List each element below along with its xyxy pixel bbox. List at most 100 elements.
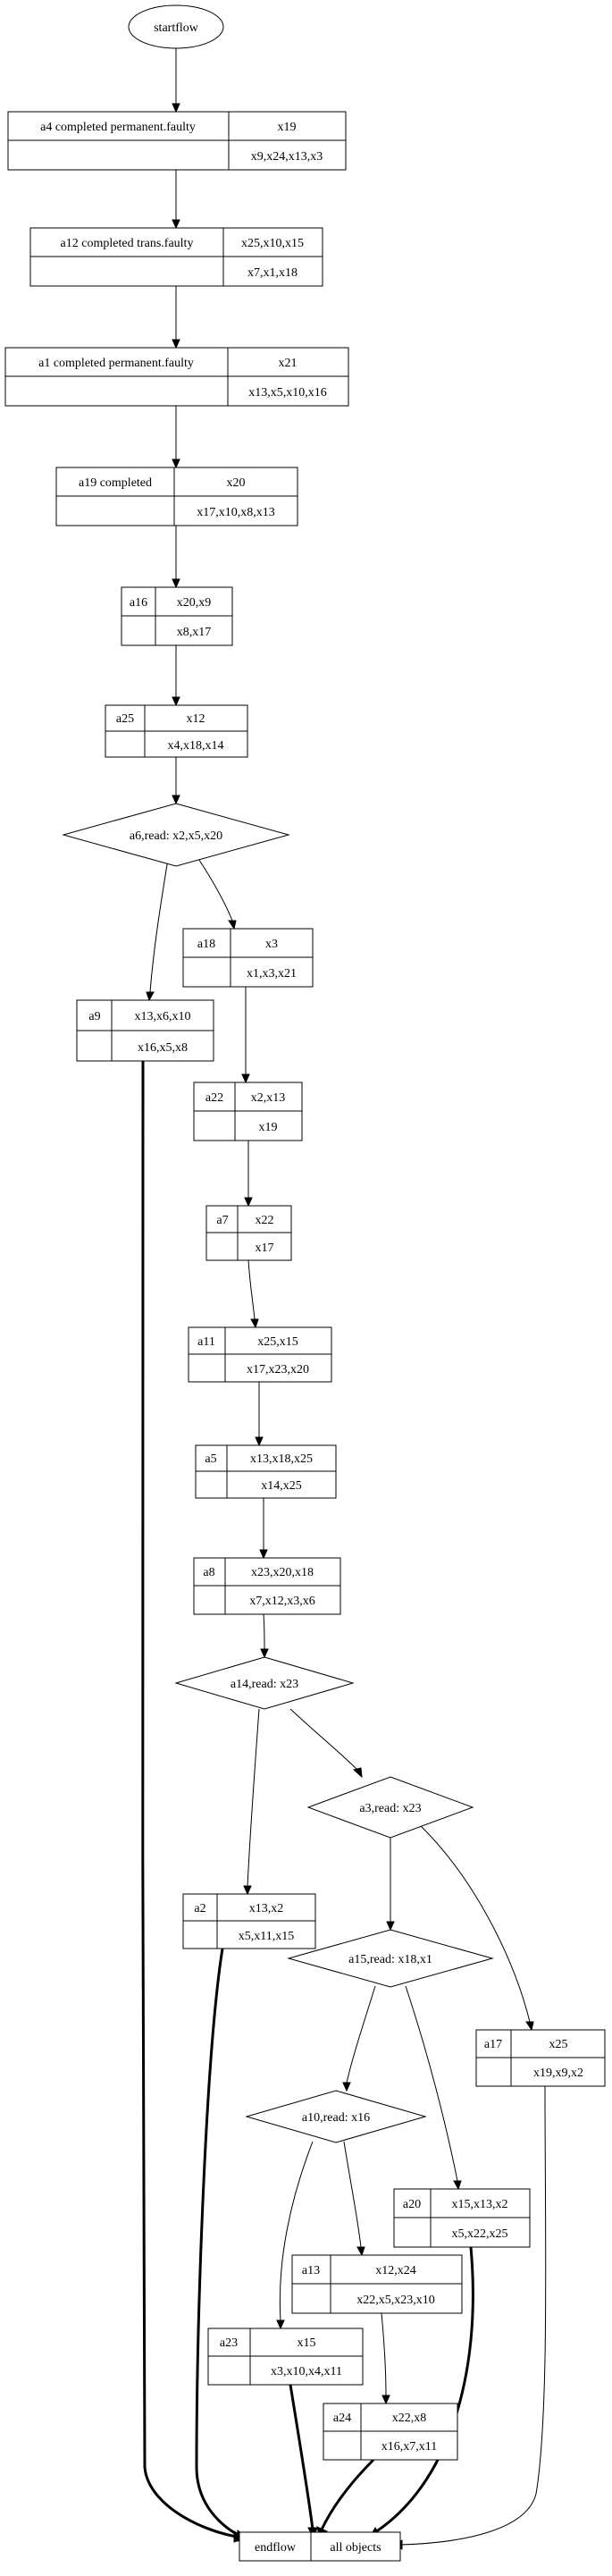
node-a4-label: a4 completed permanent.faulty <box>40 121 196 134</box>
node-a11: a11 x25,x15 x17,x23,x20 <box>188 1326 332 1383</box>
node-a24: a24 x22,x8 x16,x7,x11 <box>323 2403 458 2461</box>
node-a12-bottom: x7,x1,x18 <box>247 266 298 280</box>
node-a20-bottom: x5,x22,x25 <box>452 2227 508 2241</box>
end-node: endflow all objects <box>239 2531 401 2562</box>
node-a25-label: a25 <box>116 712 134 726</box>
node-a4-bottom: x9,x24,x13,x3 <box>251 150 323 164</box>
node-a5-top: x13,x18,x25 <box>250 1452 313 1466</box>
node-a22-bottom: x19 <box>259 1121 278 1134</box>
edge-a14-a3 <box>289 1708 358 1771</box>
node-a12-label: a12 completed trans.faulty <box>61 237 194 250</box>
node-a22-label: a22 <box>205 1091 223 1105</box>
decision-a3: a3,read: x23 <box>306 1776 474 1839</box>
node-a1-label: a1 completed permanent.faulty <box>38 357 194 370</box>
node-a19-label: a19 completed <box>79 476 152 490</box>
edge-a17-end <box>399 2085 547 2546</box>
node-a7-top: x22 <box>256 1214 274 1227</box>
node-a20-label: a20 <box>403 2198 421 2211</box>
node-a17-label: a17 <box>484 2038 502 2051</box>
start-node: startflow <box>128 4 224 49</box>
decision-a6-label: a6,read: x2,x5,x20 <box>130 829 222 843</box>
node-a13-top: x12,x24 <box>375 2264 416 2277</box>
node-a11-label: a11 <box>197 1335 215 1349</box>
node-a12-top: x25,x10,x15 <box>241 237 304 250</box>
node-a13: a13 x12,x24 x22,x5,x23,x10 <box>291 2254 463 2314</box>
decision-a15: a15,read: x18,x1 <box>287 1929 494 1988</box>
decision-a6: a6,read: x2,x5,x20 <box>62 803 290 867</box>
node-a11-bottom: x17,x23,x20 <box>247 1363 309 1376</box>
node-a17: a17 x25 x19,x9,x2 <box>475 2029 606 2087</box>
node-a19-bottom: x17,x10,x8,x13 <box>197 506 275 519</box>
node-a23-bottom: x3,x10,x4,x11 <box>271 2365 342 2378</box>
node-a8-top: x23,x20,x18 <box>251 1566 314 1579</box>
node-a2-label: a2 <box>194 1902 205 1915</box>
node-a9-bottom: x16,x5,x8 <box>138 1041 188 1055</box>
edges <box>140 48 547 2546</box>
decision-a14: a14,read: x23 <box>174 1656 355 1710</box>
edge-a2-end <box>195 1948 242 2538</box>
decision-a3-label: a3,read: x23 <box>359 1802 421 1815</box>
node-a19-top: x20 <box>227 476 246 490</box>
node-a24-bottom: x16,x7,x11 <box>381 2440 437 2454</box>
edge-a3-a17 <box>418 1823 531 2023</box>
start-label: startflow <box>154 21 199 35</box>
node-a5-bottom: x14,x25 <box>261 1479 302 1493</box>
node-a7-bottom: x17 <box>256 1242 274 1255</box>
node-a2: a2 x13,x2 x5,x11,x15 <box>182 1893 316 1949</box>
node-a22-top: x2,x13 <box>251 1091 286 1105</box>
node-a24-top: x22,x8 <box>392 2412 427 2425</box>
node-a1-bottom: x13,x5,x10,x16 <box>248 386 327 400</box>
node-a13-bottom: x22,x5,x23,x10 <box>356 2294 435 2307</box>
edge-a15-a10 <box>346 1985 376 2084</box>
node-a17-bottom: x19,x9,x2 <box>533 2067 583 2080</box>
node-a18: a18 x3 x1,x3,x21 <box>182 928 314 988</box>
node-a25: a25 x12 x4,x18,x14 <box>105 704 248 758</box>
decision-a10-label: a10,read: x16 <box>302 2111 370 2125</box>
node-a22: a22 x2,x13 x19 <box>193 1082 303 1141</box>
node-a2-top: x13,x2 <box>249 1902 284 1915</box>
node-a1-top: x21 <box>279 357 298 370</box>
node-a8: a8 x23,x20,x18 x7,x12,x3,x6 <box>193 1557 341 1615</box>
node-a7: a7 x22 x17 <box>205 1205 292 1261</box>
node-a9: a9 x13,x6,x10 x16,x5,x8 <box>76 999 214 1062</box>
edge-a9-end <box>140 1060 238 2538</box>
node-a18-top: x3 <box>265 938 278 951</box>
node-a25-top: x12 <box>187 712 205 726</box>
edge-a24-end <box>320 2458 375 2530</box>
node-a12: a12 completed trans.faulty x25,x10,x15 x… <box>29 227 323 287</box>
node-a24-label: a24 <box>333 2412 351 2425</box>
node-a4: a4 completed permanent.faulty x19 x9,x24… <box>7 111 347 171</box>
node-a11-top: x25,x15 <box>257 1335 298 1349</box>
edge-a10-a13 <box>343 2141 362 2248</box>
node-a2-bottom: x5,x11,x15 <box>239 1930 294 1943</box>
node-a20: a20 x15,x13,x2 x5,x22,x25 <box>393 2188 531 2248</box>
node-a1: a1 completed permanent.faulty x21 x13,x5… <box>4 347 349 407</box>
node-a13-label: a13 <box>302 2264 320 2277</box>
node-a7-label: a7 <box>216 1214 228 1227</box>
node-a9-top: x13,x6,x10 <box>135 1010 191 1023</box>
node-a23-top: x15 <box>298 2336 316 2350</box>
node-a16-bottom: x8,x17 <box>177 626 212 639</box>
decision-a10: a10,read: x16 <box>245 2090 427 2143</box>
node-a19: a19 completed x20 x17,x10,x8,x13 <box>55 467 298 526</box>
node-a23: a23 x15 x3,x10,x4,x11 <box>207 2328 364 2386</box>
node-a17-top: x25 <box>549 2038 568 2051</box>
edge-a23-end <box>289 2384 314 2530</box>
edge-a10-a23 <box>279 2141 314 2321</box>
node-a16: a16 x20,x9 x8,x17 <box>121 586 233 646</box>
edge-a14-a2 <box>247 1708 260 1887</box>
end-label: endflow <box>255 2541 297 2555</box>
edge-a7-a11 <box>247 1259 256 1320</box>
node-a8-bottom: x7,x12,x3,x6 <box>249 1595 315 1608</box>
node-a5-label: a5 <box>205 1452 216 1466</box>
node-a9-label: a9 <box>88 1010 100 1023</box>
edge-a6-a18 <box>193 851 233 922</box>
node-a18-bottom: x1,x3,x21 <box>247 967 297 981</box>
decision-a15-label: a15,read: x18,x1 <box>348 1953 432 1966</box>
edge-a13-a24 <box>381 2312 387 2396</box>
node-a8-label: a8 <box>203 1566 214 1579</box>
end-value: all objects <box>330 2541 381 2555</box>
node-a5: a5 x13,x18,x25 x14,x25 <box>195 1444 337 1499</box>
edge-a6-a9 <box>149 853 170 993</box>
